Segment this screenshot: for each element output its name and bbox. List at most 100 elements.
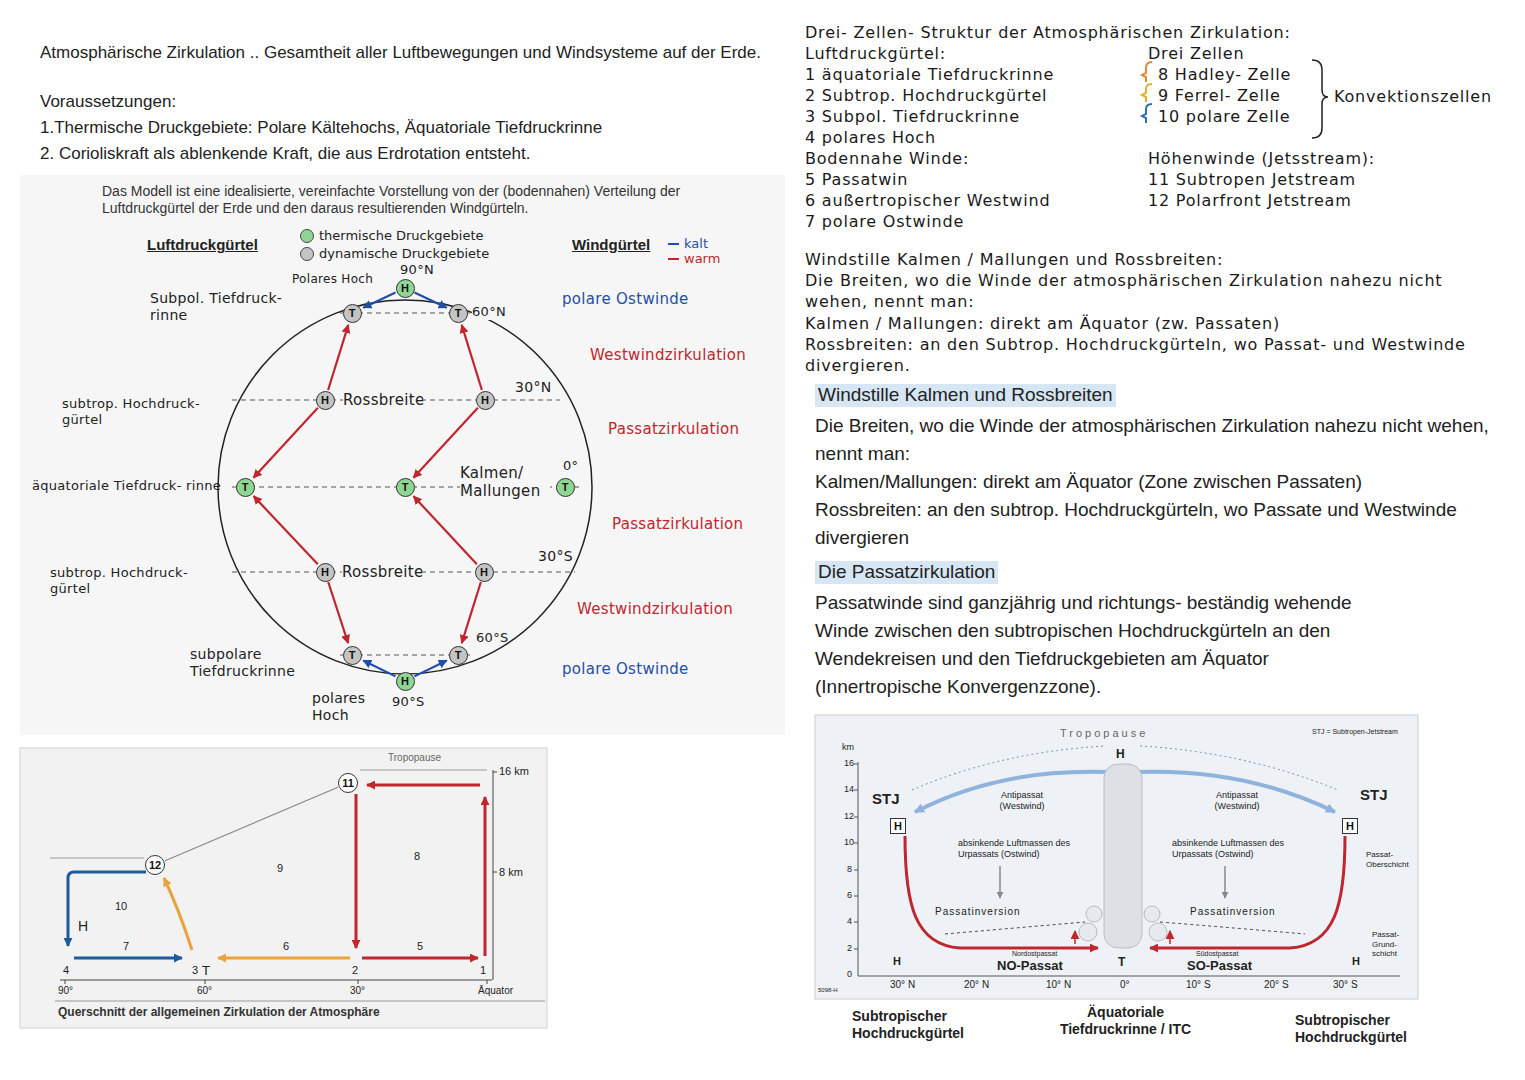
legend-text: dynamische Druckgebiete	[319, 246, 489, 262]
pressure-circle: H	[476, 391, 495, 410]
pressure-circle: 11	[338, 773, 358, 793]
passat-diagram	[854, 790, 858, 791]
text-label: 30° S	[1333, 979, 1358, 991]
text-label: T	[1118, 955, 1125, 969]
text-label: 60°N	[472, 304, 506, 320]
passat-diagram	[854, 764, 858, 949]
text-label: Passatinversion	[935, 906, 1021, 918]
node-label: T	[455, 650, 462, 661]
pressure-box: H	[890, 818, 906, 834]
wind-arrow	[363, 292, 395, 307]
text-label: Südostpassat	[1196, 950, 1238, 958]
bracket	[1142, 84, 1152, 102]
node-label: H	[321, 395, 329, 406]
text-label: 6	[283, 940, 289, 953]
globe-panel	[20, 175, 785, 735]
text-label: 30°N	[515, 379, 552, 396]
cross-section	[164, 878, 192, 950]
node-label: T	[402, 482, 409, 493]
text-label: 5098-H	[818, 987, 838, 994]
passat-diagram	[1160, 922, 1305, 934]
node-label: H	[480, 567, 488, 578]
text-label: Westwindzirkulation	[590, 346, 746, 364]
text-label: 8	[847, 864, 852, 875]
text-label: Passatzirkulation	[608, 420, 739, 438]
text-label: Die Passatzirkulation	[815, 561, 998, 584]
text-label: Rossbreite	[343, 391, 424, 409]
pressure-circle: H	[396, 279, 415, 298]
passat-diagram	[945, 922, 1085, 934]
cross-section	[493, 872, 497, 873]
text-label: 30°	[350, 985, 365, 997]
text-label: Nordostpassat	[1012, 950, 1057, 958]
passat-diagram	[915, 772, 1108, 812]
text-label: STJ	[872, 790, 900, 808]
passat-diagram	[1079, 923, 1097, 941]
text-label: absinkende Luftmassen des Urpassats (Ost…	[958, 838, 1073, 860]
text-label: Äquatoriale Tiefdruckrinne / ITC	[1058, 1004, 1193, 1038]
text-label: Drei Zellen	[1148, 43, 1244, 64]
text-label: Kalmen / Mallungen: direkt am Äquator (z…	[805, 313, 1280, 334]
text-label: km	[842, 742, 854, 753]
text-label: 4	[63, 964, 69, 977]
passat-diagram	[854, 922, 858, 923]
text-label: polares Hoch	[312, 690, 384, 724]
cross-section	[218, 957, 350, 960]
wind-arrow	[414, 292, 446, 307]
pressure-circle: T	[396, 478, 415, 497]
cross-section	[493, 770, 494, 980]
text-label: Bodennahe Winde:	[805, 148, 969, 169]
text-label: 9	[277, 862, 283, 875]
text-label: 6 außertropischer Westwind	[805, 190, 1050, 211]
text-label: Luftdruckgürtel:	[805, 43, 946, 64]
text-label: subpolare Tiefdruckrinne	[190, 646, 322, 680]
cross-section	[20, 748, 547, 1028]
legend-text: thermische Druckgebiete	[319, 228, 484, 244]
text-label: Die Breiten, wo die Winde der atmosphäri…	[815, 412, 1505, 468]
bracket	[1142, 104, 1152, 123]
passat-diagram	[854, 843, 858, 844]
text-label: Höhenwinde (Jetsstream):	[1148, 148, 1375, 169]
text-label: 7	[123, 940, 129, 953]
cross-section	[55, 1001, 545, 1002]
text-label: Windstille Kalmen und Rossbreiten	[815, 384, 1116, 407]
passat-diagram	[858, 976, 1400, 977]
passat-diagram	[1144, 906, 1160, 922]
text-label: 2 Subtrop. Hochdruckgürtel	[805, 85, 1047, 106]
passat-diagram	[1086, 906, 1102, 922]
connector-group	[165, 292, 482, 860]
legend-line	[668, 258, 679, 260]
text-label: Kalmen/ Mallungen	[460, 464, 550, 500]
wind-arrow	[254, 496, 318, 564]
text-label: Subpol. Tiefdruck- rinne	[150, 290, 310, 324]
cross-section	[362, 957, 478, 960]
passat-diagram	[1140, 746, 1338, 790]
legend-swatch	[300, 229, 314, 243]
cross-section	[367, 784, 480, 787]
node-label: T	[349, 308, 356, 319]
wind-arrow	[462, 325, 482, 390]
globe-panel	[20, 175, 785, 735]
text-label: Passatzirkulation	[612, 515, 743, 533]
text-label: T	[202, 963, 210, 979]
text-label: 30°S	[538, 548, 573, 565]
wind-arrow	[253, 408, 317, 478]
text-label: 90°	[58, 985, 73, 997]
passat-diagram	[1169, 931, 1171, 944]
cross-section	[20, 748, 547, 1028]
text-label: H	[78, 918, 88, 935]
passat-diagram	[1104, 764, 1142, 948]
pressure-circle: H	[475, 563, 494, 582]
text-label: polare Ostwinde	[562, 660, 689, 678]
wind-arrow	[165, 787, 338, 860]
text-label: 90°S	[392, 694, 425, 710]
text-label: subtrop. Hochdruck- gürtel	[62, 396, 227, 427]
pressure-circle: T	[449, 304, 468, 323]
text-label: Subtropischer Hochdruckgürtel	[852, 1008, 987, 1042]
text-label: 20° S	[1264, 979, 1289, 991]
text-label: 16	[844, 758, 854, 769]
bracket	[1142, 62, 1152, 82]
text-label: NO-Passat	[997, 958, 1063, 974]
passat-diagram	[854, 870, 858, 871]
text-label: 6	[847, 890, 852, 901]
